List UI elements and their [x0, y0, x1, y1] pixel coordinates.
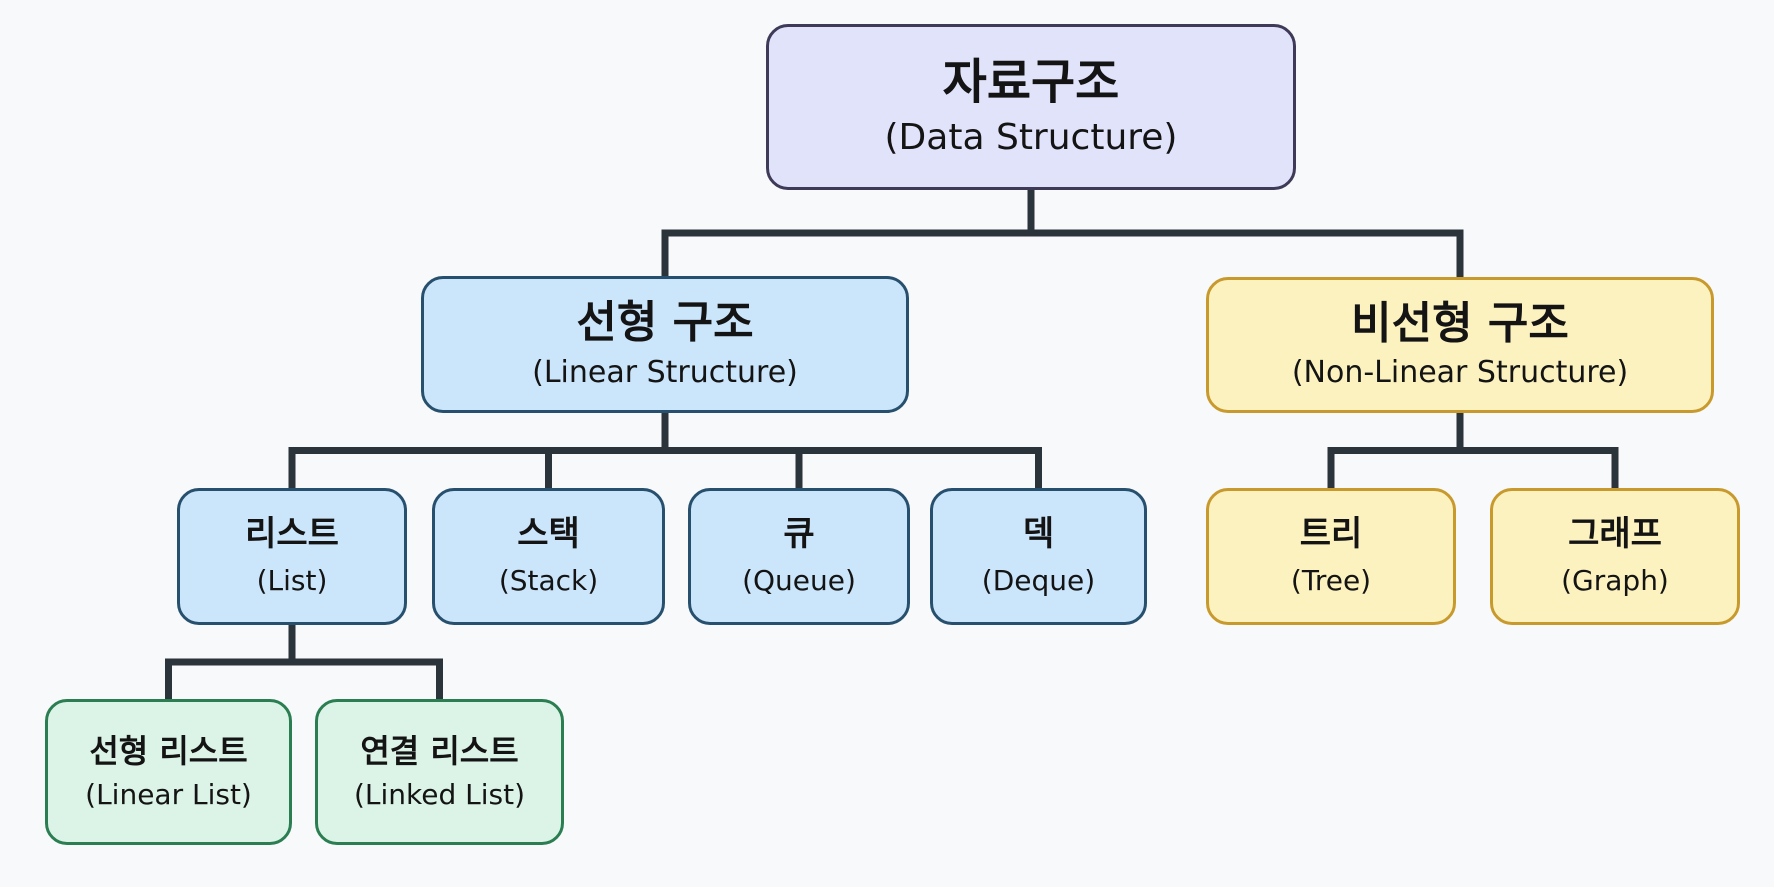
node-list-korean-label: 리스트 [245, 514, 339, 555]
node-root: 자료구조 (Data Structure) [766, 24, 1296, 190]
node-tree-english-label: (Tree) [1290, 564, 1372, 598]
node-linked-list-korean-label: 연결 리스트 [360, 731, 519, 770]
node-linear-list: 선형 리스트 (Linear List) [45, 699, 292, 845]
node-graph: 그래프 (Graph) [1490, 488, 1740, 625]
node-root-korean-label: 자료구조 [942, 53, 1120, 110]
node-queue-english-label: (Queue) [742, 564, 856, 598]
node-graph-english-label: (Graph) [1561, 564, 1669, 598]
node-linear-list-korean-label: 선형 리스트 [89, 731, 248, 770]
node-tree: 트리 (Tree) [1206, 488, 1456, 625]
node-queue: 큐 (Queue) [688, 488, 910, 625]
node-linear-list-english-label: (Linear List) [85, 777, 252, 811]
node-queue-korean-label: 큐 [783, 514, 815, 555]
node-deque-korean-label: 덱 [1022, 514, 1055, 555]
node-linked-list: 연결 리스트 (Linked List) [315, 699, 564, 845]
node-deque-english-label: (Deque) [981, 564, 1096, 598]
node-stack-korean-label: 스택 [517, 514, 580, 555]
node-linear-english-label: (Linear Structure) [532, 354, 798, 390]
node-deque: 덱 (Deque) [930, 488, 1147, 625]
node-nonlinear: 비선형 구조 (Non-Linear Structure) [1206, 277, 1714, 413]
node-linked-list-english-label: (Linked List) [353, 777, 526, 811]
node-linear-korean-label: 선형 구조 [576, 297, 754, 349]
node-stack: 스택 (Stack) [432, 488, 665, 625]
node-list: 리스트 (List) [177, 488, 407, 625]
node-nonlinear-korean-label: 비선형 구조 [1351, 297, 1569, 349]
node-list-english-label: (List) [256, 564, 328, 598]
node-stack-english-label: (Stack) [498, 564, 599, 598]
node-nonlinear-english-label: (Non-Linear Structure) [1291, 355, 1629, 391]
node-root-english-label: (Data Structure) [884, 117, 1178, 158]
node-graph-korean-label: 그래프 [1568, 514, 1662, 555]
node-linear: 선형 구조 (Linear Structure) [421, 276, 909, 413]
node-tree-korean-label: 트리 [1299, 514, 1363, 555]
